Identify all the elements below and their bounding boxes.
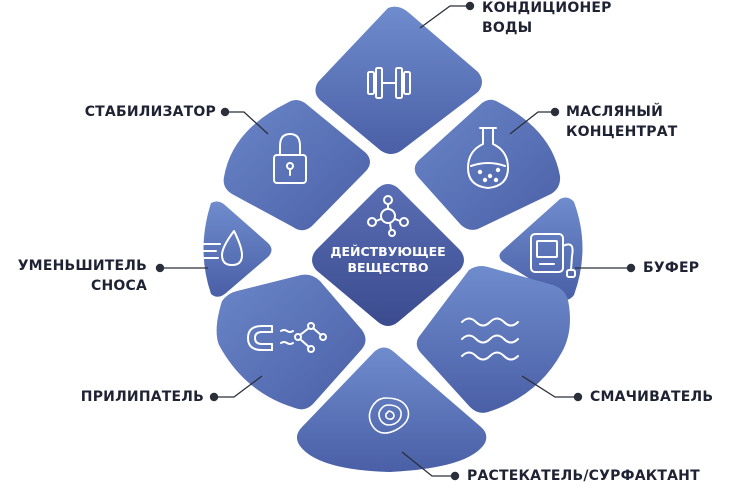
molecule-icon [367, 195, 409, 237]
connector-spreader [401, 451, 455, 477]
label-oil-concentrate-line2: КОНЦЕНТРАТ [566, 124, 678, 140]
lock-icon [273, 133, 307, 184]
connector-water-conditioner [419, 5, 470, 29]
petal-spreader [296, 347, 487, 472]
label-sticker-line1: ПРИЛИПАТЕЛЬ [80, 389, 204, 405]
wind-drop-icon [197, 230, 243, 266]
ph-meter-icon [530, 233, 576, 278]
center-active-ingredient [312, 184, 464, 326]
dot-spreader [450, 471, 460, 481]
label-buffer: БУФЕР [643, 258, 699, 278]
center-label-line2: ВЕЩЕСТВО [347, 260, 429, 275]
connector-wetting-agent [521, 375, 578, 398]
label-stabilizer: СТАБИЛИЗАТОР [85, 102, 216, 122]
label-buffer-line1: БУФЕР [643, 260, 700, 276]
label-drift-reducer-line2: СНОСА [90, 278, 147, 294]
dot-wetting-agent [573, 392, 583, 402]
petal-sticker [216, 274, 366, 410]
connector-oil-concentrate [509, 111, 555, 135]
dot-stabilizer [220, 107, 230, 117]
label-sticker: ПРИЛИПАТЕЛЬ [81, 387, 204, 407]
center-label: ДЕЙСТВУЮЩЕЕ ВЕЩЕСТВО [312, 244, 464, 276]
label-water-conditioner-line1: КОНДИЦИОНЕР [482, 0, 612, 16]
petal-wetting-agent [416, 266, 570, 413]
connector-stabilizer [225, 111, 269, 135]
label-spreader-line1: РАСТЕКАТЕЛЬ/СУРФАКТАНТ [467, 468, 700, 484]
petal-stabilizer [223, 100, 370, 231]
dot-water-conditioner [465, 1, 475, 11]
label-water-conditioner: КОНДИЦИОНЕР ВОДЫ [482, 0, 612, 38]
dot-sticker [209, 392, 219, 402]
dot-buffer [626, 263, 636, 273]
label-water-conditioner-line2: ВОДЫ [482, 20, 533, 36]
spreading-drop-icon [368, 397, 410, 434]
connector-sticker [214, 375, 263, 398]
label-drift-reducer: УМЕНЬШИТЕЛЬ СНОСА [18, 256, 147, 296]
petal-drift-reducer [203, 201, 272, 297]
dot-oil-concentrate [550, 107, 560, 117]
label-drift-reducer-line1: УМЕНЬШИТЕЛЬ [17, 258, 147, 274]
petal-oil-concentrate [414, 99, 561, 230]
label-spreader: РАСТЕКАТЕЛЬ/СУРФАКТАНТ [467, 466, 700, 486]
center-label-line1: ДЕЙСТВУЮЩЕЕ [330, 244, 446, 259]
label-oil-concentrate: МАСЛЯНЫЙ КОНЦЕНТРАТ [566, 102, 678, 142]
label-wetting-agent: СМАЧИВАТЕЛЬ [590, 387, 713, 407]
dumbbell-icon [367, 67, 411, 99]
label-oil-concentrate-line1: МАСЛЯНЫЙ [566, 104, 663, 120]
petal-water-conditioner [315, 6, 482, 154]
flask-icon [467, 127, 509, 189]
petal-buffer [499, 197, 583, 300]
label-wetting-agent-line1: СМАЧИВАТЕЛЬ [590, 389, 714, 405]
waves-icon [461, 317, 519, 361]
magnet-icon [247, 322, 327, 353]
dot-drift-reducer [155, 263, 165, 273]
label-stabilizer-line1: СТАБИЛИЗАТОР [84, 104, 216, 120]
